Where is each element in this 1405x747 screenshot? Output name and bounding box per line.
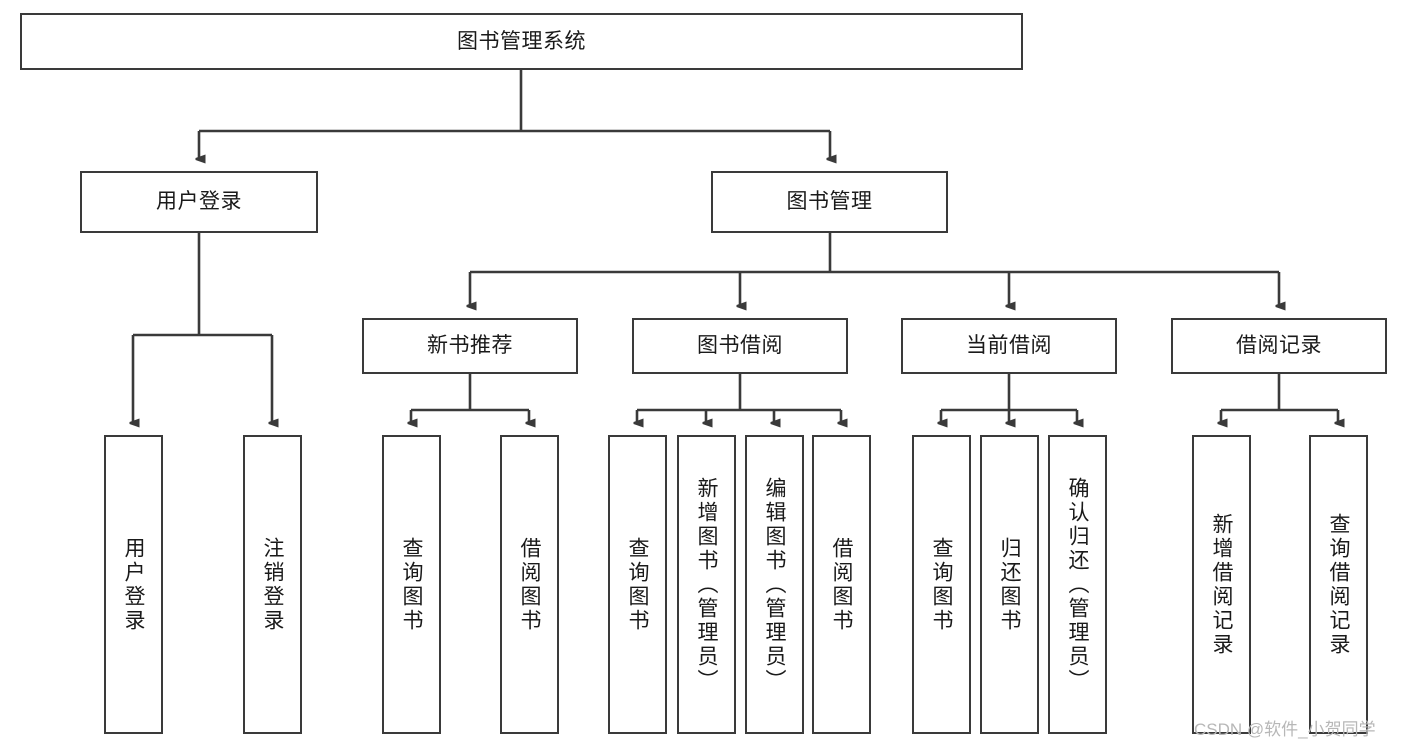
node-label: 借阅记录 [1236, 334, 1322, 358]
node-leaf-query-book-borrow[interactable]: 查询图书 [608, 435, 667, 734]
node-label: 归还图书 [998, 536, 1021, 633]
node-leaf-confirm-return-admin[interactable]: 确认归还（管理员） [1048, 435, 1107, 734]
node-leaf-add-borrow-record[interactable]: 新增借阅记录 [1192, 435, 1251, 734]
node-label: 图书借阅 [697, 334, 783, 358]
node-leaf-add-book-admin[interactable]: 新增图书（管理员） [677, 435, 736, 734]
node-leaf-query-book-recommend[interactable]: 查询图书 [382, 435, 441, 734]
node-label: 图书管理系统 [457, 29, 586, 53]
node-leaf-user-login[interactable]: 用户登录 [104, 435, 163, 734]
node-new-book-recommend[interactable]: 新书推荐 [362, 318, 578, 374]
node-leaf-borrow-book-recommend[interactable]: 借阅图书 [500, 435, 559, 734]
node-leaf-logout[interactable]: 注销登录 [243, 435, 302, 734]
node-label: 查询图书 [930, 536, 953, 633]
node-leaf-return-book[interactable]: 归还图书 [980, 435, 1039, 734]
node-label: 查询图书 [400, 536, 423, 633]
node-label: 查询借阅记录 [1327, 512, 1350, 657]
node-label: 确认归还（管理员） [1066, 476, 1089, 693]
node-user-login[interactable]: 用户登录 [80, 171, 318, 233]
node-leaf-query-borrow-record[interactable]: 查询借阅记录 [1309, 435, 1368, 734]
node-label: 新增图书（管理员） [695, 476, 718, 693]
node-label: 用户登录 [122, 536, 145, 633]
node-book-management[interactable]: 图书管理 [711, 171, 948, 233]
node-book-borrow[interactable]: 图书借阅 [632, 318, 848, 374]
node-label: 注销登录 [261, 536, 284, 633]
node-label: 新增借阅记录 [1210, 512, 1233, 657]
node-label: 当前借阅 [966, 334, 1052, 358]
node-leaf-edit-book-admin[interactable]: 编辑图书（管理员） [745, 435, 804, 734]
node-root-book-management-system[interactable]: 图书管理系统 [20, 13, 1023, 70]
node-leaf-query-book-current[interactable]: 查询图书 [912, 435, 971, 734]
node-current-borrow[interactable]: 当前借阅 [901, 318, 1117, 374]
node-label: 新书推荐 [427, 334, 513, 358]
node-label: 图书管理 [786, 190, 873, 214]
node-label: 借阅图书 [830, 536, 853, 633]
node-borrow-record[interactable]: 借阅记录 [1171, 318, 1387, 374]
node-leaf-borrow-book[interactable]: 借阅图书 [812, 435, 871, 734]
node-label: 查询图书 [626, 536, 649, 633]
node-label: 用户登录 [156, 190, 242, 214]
node-label: 借阅图书 [518, 536, 541, 633]
node-label: 编辑图书（管理员） [763, 476, 786, 693]
